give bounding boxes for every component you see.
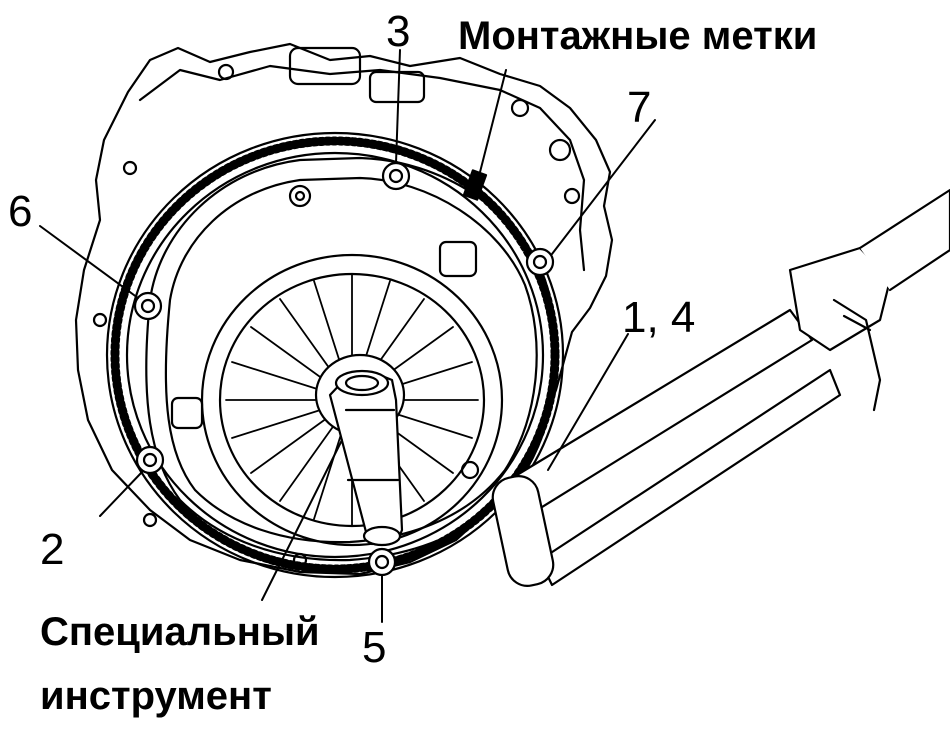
housing-hole [122, 160, 138, 176]
cover-window [438, 240, 478, 278]
flywheel-inner-edge [125, 151, 545, 559]
housing-hole [217, 63, 235, 81]
pressure-plate-outer [200, 253, 504, 547]
flywheel-gear-teeth [110, 136, 560, 574]
leader-lines [39, 49, 656, 623]
housing-hole [142, 512, 158, 528]
bolt-5 [367, 547, 397, 577]
bolt-label-5: 5 [362, 623, 387, 672]
housing-inner-edge [138, 64, 586, 272]
special-tool-shaft [328, 369, 404, 547]
cover-hole [288, 184, 312, 208]
housing-outline [74, 42, 614, 576]
flywheel-ring-gear [105, 131, 565, 579]
bolt-label-2: 2 [40, 525, 65, 574]
bolt-7 [525, 247, 555, 277]
torque-wrench [491, 188, 950, 587]
mounting-marks-label: Монтажные метки [458, 14, 818, 58]
bolt-3 [381, 161, 411, 191]
pressure-plate-inner [218, 272, 486, 528]
special-tool-label-line1: Специальный [40, 610, 320, 654]
cover-window [170, 396, 204, 430]
bolt-label-7: 7 [627, 83, 652, 132]
housing-hole [510, 98, 530, 118]
bolt-label-1-4: 1, 4 [622, 293, 696, 342]
bolt-6 [133, 291, 163, 321]
cover-hole [294, 190, 306, 202]
bolt-2 [135, 445, 165, 475]
clutch-cover-rim [164, 176, 538, 544]
housing-boss [288, 46, 362, 86]
special-tool-label-line2: инструмент [40, 674, 272, 718]
bolt-label-6: 6 [8, 187, 33, 236]
housing-hole [92, 312, 108, 328]
bolt-label-3: 3 [386, 7, 411, 56]
housing-hole [548, 138, 572, 162]
housing-hole [563, 187, 581, 205]
housing-boss [368, 70, 426, 104]
